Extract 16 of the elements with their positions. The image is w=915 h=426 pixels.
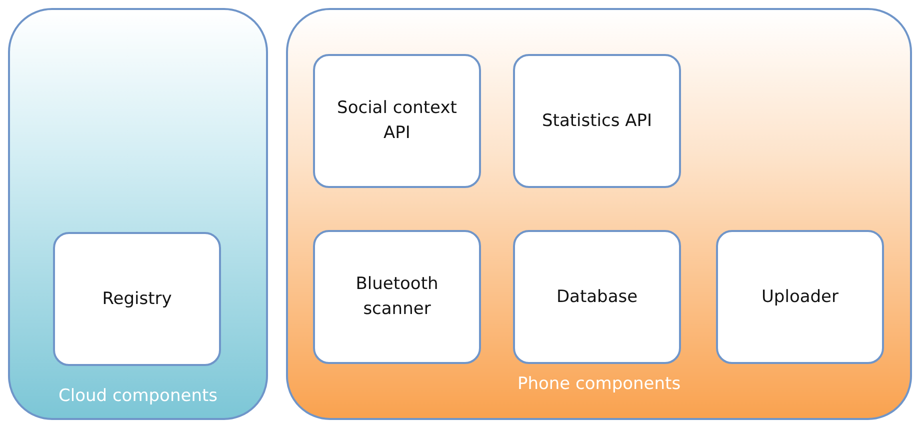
component-label: Statistics API [540, 110, 653, 133]
component-box [716, 230, 884, 364]
component-label: Uploader [760, 286, 840, 309]
component-box [53, 232, 221, 366]
panel-heading: Cloud components [58, 386, 218, 406]
group-panel [286, 8, 912, 420]
component-label: Registry [101, 288, 173, 311]
component-label: Bluetooth scanner [354, 273, 440, 321]
group-panel [8, 8, 268, 420]
component-box [513, 54, 681, 188]
panel-heading: Phone components [516, 374, 682, 394]
component-label: Social context API [336, 97, 458, 145]
component-label: Database [555, 286, 639, 309]
component-box [313, 230, 481, 364]
component-box [313, 54, 481, 188]
component-box [513, 230, 681, 364]
